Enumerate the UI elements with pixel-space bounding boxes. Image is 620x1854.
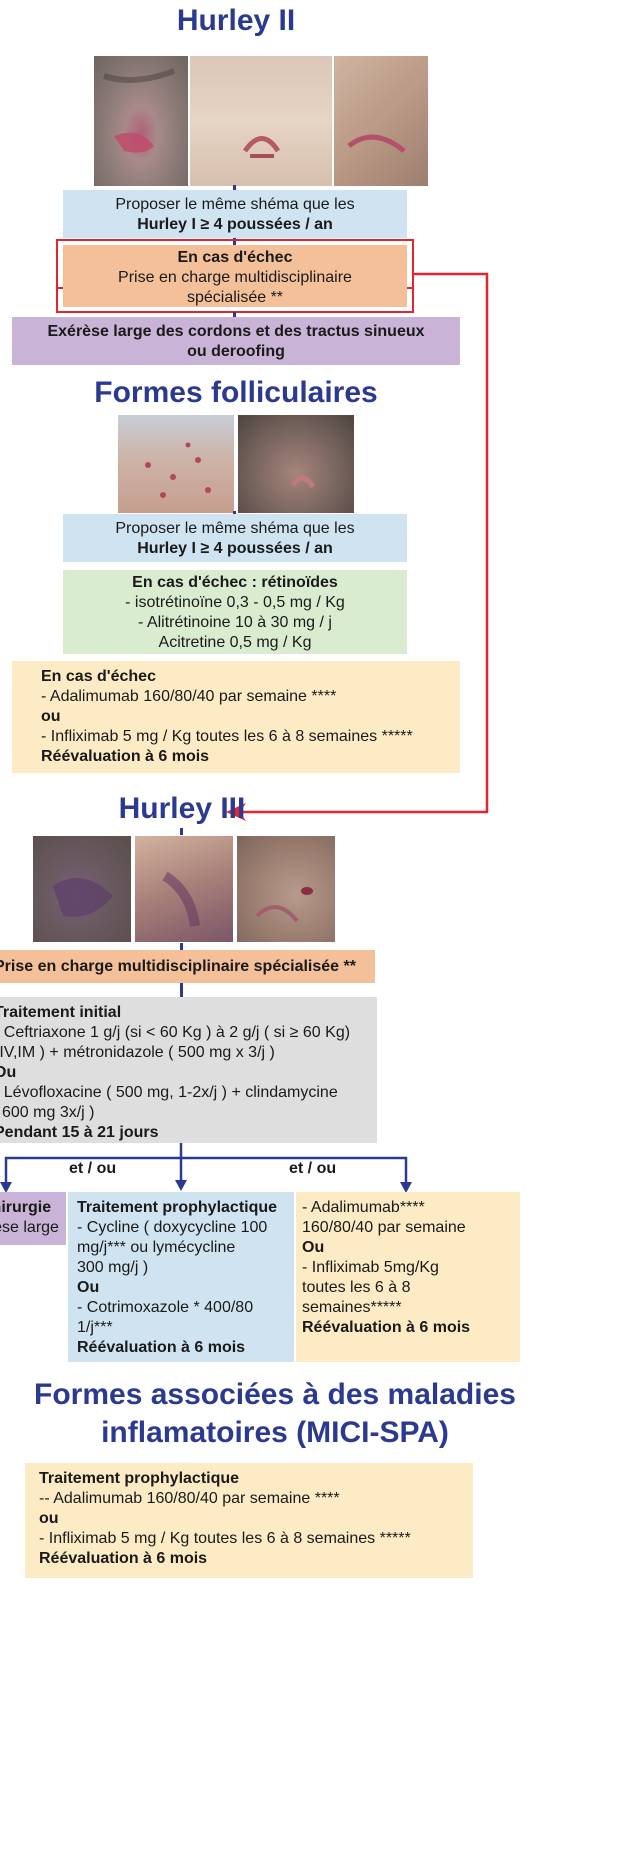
box-text: - Infliximab 5 mg / Kg toutes les 6 à 8 … <box>39 1529 473 1549</box>
box-text-bold: Traitement prophylactique <box>77 1198 294 1218</box>
box-text: 1/j*** <box>77 1318 294 1338</box>
box-text-bold: Traitement prophylactique <box>39 1469 473 1489</box>
box-text: toutes les 6 à 8 <box>302 1278 520 1298</box>
mici-title: Formes associées à des maladies inflamat… <box>0 1376 550 1451</box>
mici-title-line: inflamatoires (MICI-SPA) <box>0 1414 550 1452</box>
box-text-bold: ou <box>39 1509 473 1529</box>
box-text: - Cycline ( doxycycline 100 <box>77 1218 294 1238</box>
hurley3-box-chirurgie: Chirurgie exérèse large <box>0 1192 66 1245</box>
mici-box-prophylactique: Traitement prophylactique -- Adalimumab … <box>25 1463 473 1578</box>
box-text-bold: Réévaluation à 6 mois <box>77 1338 294 1358</box>
hurley3-box-prophylactique: Traitement prophylactique - Cycline ( do… <box>68 1192 294 1362</box>
box-text: 160/80/40 par semaine <box>302 1218 520 1238</box>
box-text: 300 mg/j ) <box>77 1258 294 1278</box>
box-text-bold: Réévaluation à 6 mois <box>302 1318 520 1338</box>
box-text: -- Adalimumab 160/80/40 par semaine **** <box>39 1489 473 1509</box>
box-text: - Cotrimoxazole * 400/80 <box>77 1298 294 1318</box>
arrowhead-icon <box>175 1180 187 1191</box>
box-text: mg/j*** ou lymécycline <box>77 1238 294 1258</box>
etou-right-label: et / ou <box>285 1160 340 1178</box>
box-text: exérèse large <box>0 1218 66 1238</box>
hurley3-box-biotherapie: - Adalimumab**** 160/80/40 par semaine O… <box>296 1192 520 1362</box>
box-text-bold: Ou <box>77 1278 294 1298</box>
box-text: semaines***** <box>302 1298 520 1318</box>
box-text: - Adalimumab**** <box>302 1198 520 1218</box>
box-text-bold: Chirurgie <box>0 1198 66 1218</box>
box-text: - Infliximab 5mg/Kg <box>302 1258 520 1278</box>
box-text-bold: Réévaluation à 6 mois <box>39 1549 473 1569</box>
box-text-bold: Ou <box>302 1238 520 1258</box>
mici-title-line: Formes associées à des maladies <box>0 1376 550 1414</box>
etou-left-label: et / ou <box>65 1160 120 1178</box>
